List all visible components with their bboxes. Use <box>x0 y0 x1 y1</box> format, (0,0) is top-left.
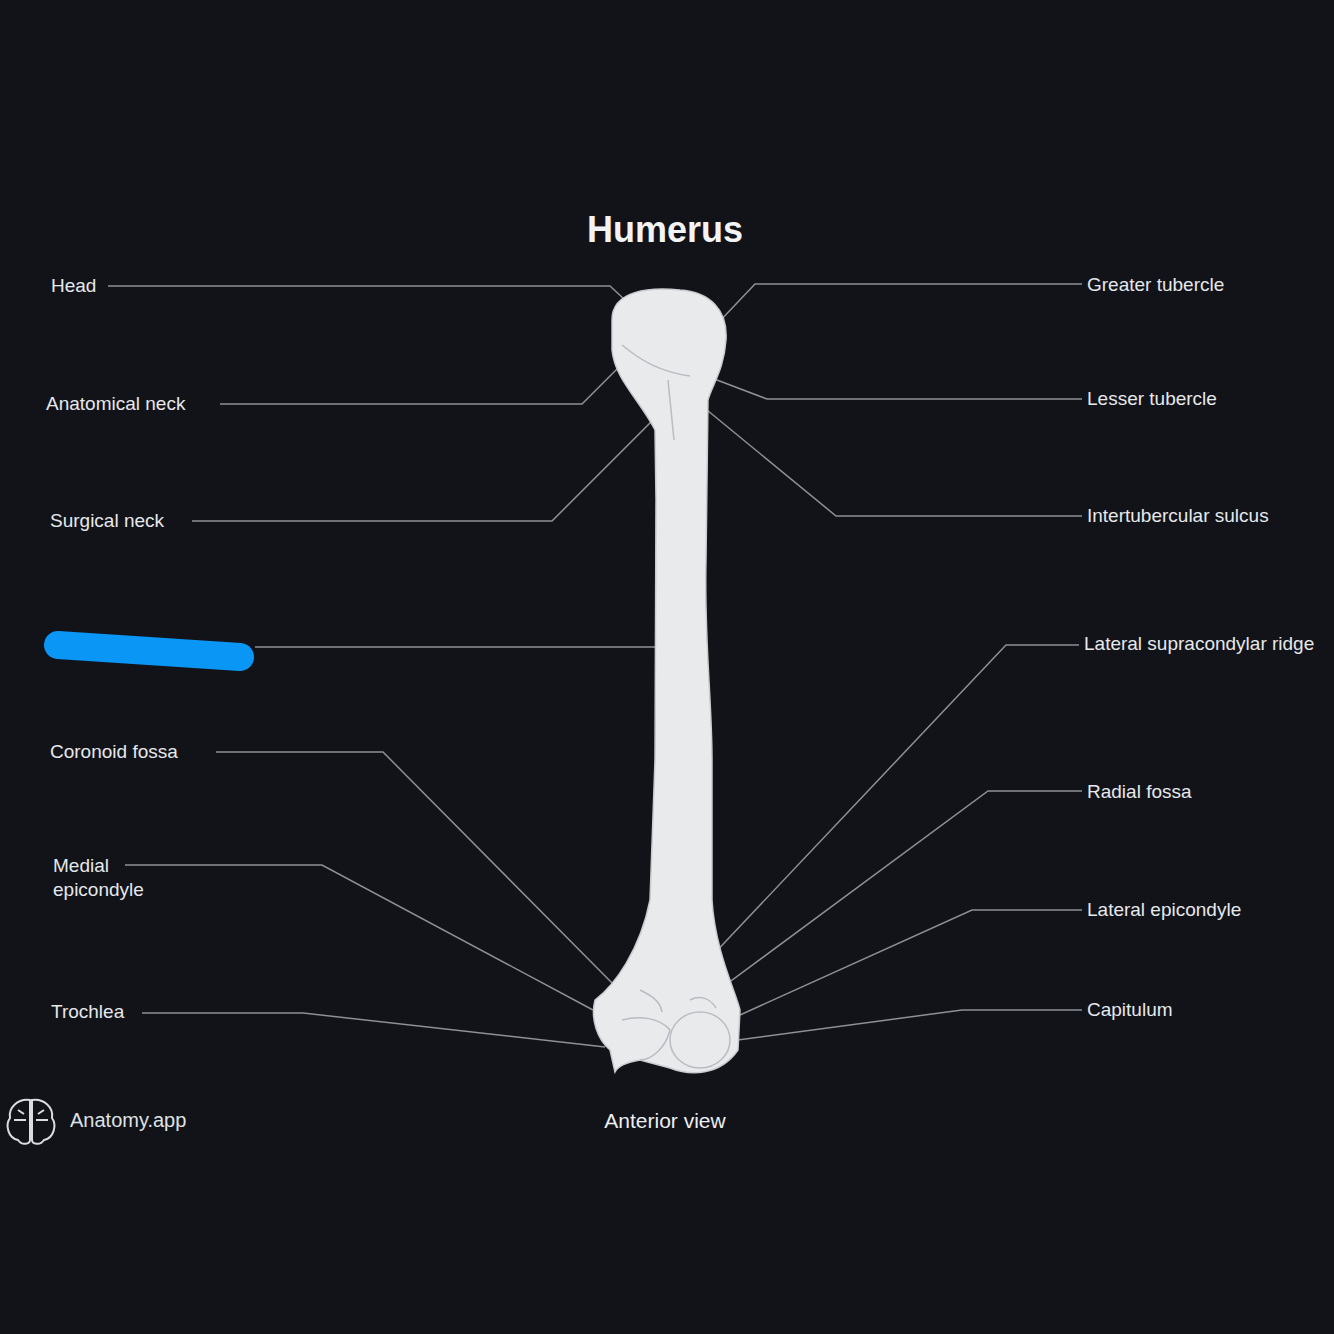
sulcus-groove <box>668 380 674 440</box>
part-label: Trochlea <box>51 1000 124 1024</box>
leader-line <box>220 366 620 404</box>
leader-line <box>668 378 1082 516</box>
leader-lines <box>108 284 1082 1047</box>
coronoid-fossa <box>640 990 662 1012</box>
part-label: Anatomical neck <box>46 392 185 416</box>
part-label: Radial fossa <box>1087 780 1192 804</box>
leader-line <box>697 791 1082 1006</box>
brain-logo <box>8 1100 55 1144</box>
view-caption: Anterior view <box>465 1108 865 1134</box>
part-label: Capitulum <box>1087 998 1173 1022</box>
part-label: Lesser tubercle <box>1087 387 1217 411</box>
part-label: Medial epicondyle <box>53 854 173 902</box>
capitulum <box>670 1012 730 1068</box>
leader-line <box>142 1013 605 1047</box>
part-label: Greater tubercle <box>1087 273 1224 297</box>
part-label: Lateral epicondyle <box>1087 898 1241 922</box>
watermark: Anatomy.app <box>70 1108 186 1132</box>
trochlea <box>622 1018 670 1060</box>
part-label: Surgical neck <box>50 509 164 533</box>
brain-logo-right <box>32 1100 54 1144</box>
part-label: Coronoid fossa <box>50 740 178 764</box>
brain-logo-folds <box>14 1110 48 1120</box>
leader-line <box>718 284 1082 323</box>
part-label: Head <box>51 274 96 298</box>
radial-fossa <box>690 998 716 1008</box>
part-label: Lateral supracondylar ridge <box>1084 632 1320 656</box>
leader-line <box>255 646 688 648</box>
blue-redaction-mark <box>58 645 240 657</box>
leader-line <box>108 286 625 300</box>
diagram-title: Humerus <box>465 209 865 251</box>
leader-line <box>700 1010 1082 1045</box>
leader-line <box>216 752 617 988</box>
bone-details <box>622 345 730 1068</box>
humerus-bone <box>593 289 740 1073</box>
leader-line <box>125 865 593 1010</box>
leader-line <box>740 910 1082 1015</box>
leader-line <box>192 418 655 521</box>
brain-logo-left <box>8 1100 30 1144</box>
part-label: Intertubercular sulcus <box>1087 504 1269 528</box>
anatomical-neck-line <box>622 345 690 376</box>
leader-line <box>710 645 1079 958</box>
